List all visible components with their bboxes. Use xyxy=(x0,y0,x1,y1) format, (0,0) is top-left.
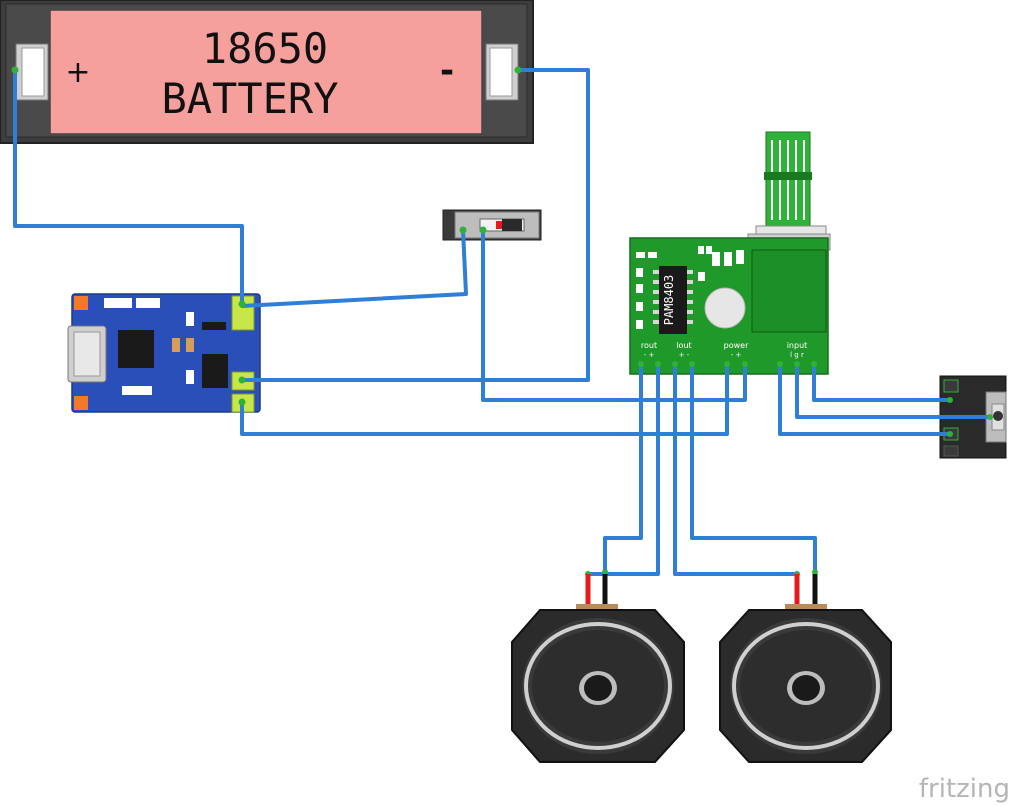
battery-minus-sign: - xyxy=(440,51,454,91)
wire-rout-minus xyxy=(603,362,643,574)
protection-ic xyxy=(202,354,228,388)
wire-input-l xyxy=(778,362,952,436)
wire-lout-minus xyxy=(690,362,817,574)
wire-charger-switch xyxy=(240,228,468,308)
wire-rout-plus xyxy=(586,362,660,576)
wire-battery-plus xyxy=(13,68,244,304)
pam8403-chip xyxy=(659,266,687,334)
speaker-left xyxy=(719,574,892,763)
charger-module xyxy=(67,293,261,413)
battery-label-line2: BATTERY xyxy=(161,74,338,123)
label-lout: lout xyxy=(676,341,691,350)
pins-power: - + xyxy=(731,351,742,359)
wire-gnd-power xyxy=(240,362,729,436)
label-input: input xyxy=(787,341,808,350)
battery-label-line1: 18650 xyxy=(202,24,328,73)
wire-lout-plus xyxy=(673,362,799,576)
amplifier-board: PAM8403 rout lout power input - + + - - … xyxy=(629,131,831,375)
battery-holder: 18650 BATTERY + - xyxy=(0,0,534,144)
pins-rout: - + xyxy=(644,351,655,359)
fritzing-watermark: fritzing xyxy=(919,774,1010,804)
chip-label: PAM8403 xyxy=(662,275,676,326)
battery-plus-sign: + xyxy=(65,55,90,90)
charger-ic xyxy=(118,330,154,368)
wire-battery-minus xyxy=(240,68,590,382)
speaker-right xyxy=(511,574,685,763)
pins-lout: + - xyxy=(679,351,690,359)
pins-input: l g r xyxy=(790,351,804,359)
wire-input-r xyxy=(812,362,952,402)
label-rout: rout xyxy=(641,341,657,350)
label-power: power xyxy=(724,341,749,350)
wire-switch-power xyxy=(481,228,747,402)
capacitor xyxy=(704,287,746,329)
wire-input-g xyxy=(795,362,992,419)
battery-cell xyxy=(49,9,483,135)
slide-switch[interactable] xyxy=(442,209,542,241)
switch-knob[interactable] xyxy=(502,219,522,231)
